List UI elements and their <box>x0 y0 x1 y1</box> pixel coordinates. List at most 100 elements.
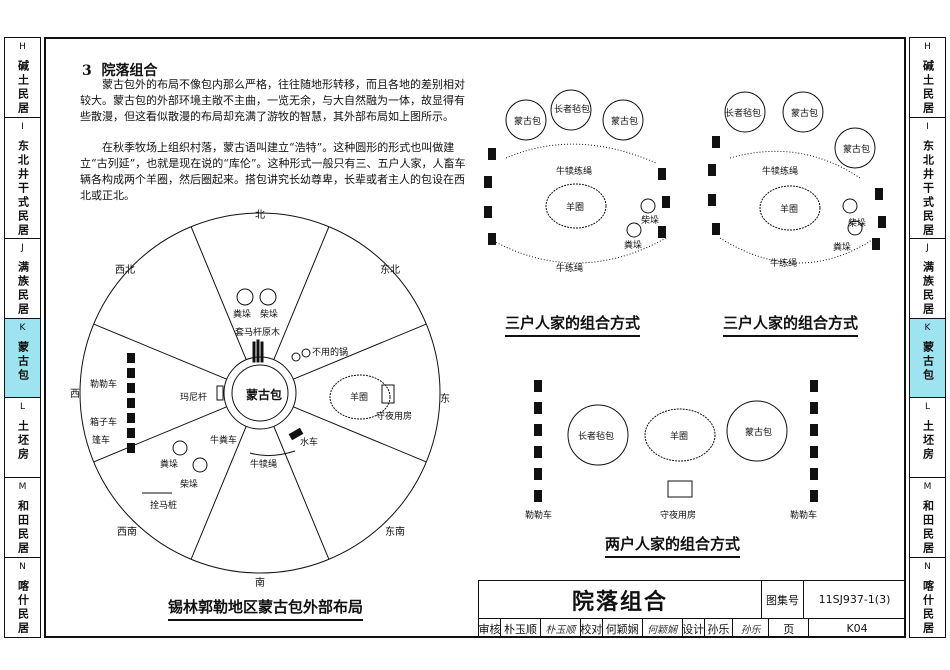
sidebar-item-h[interactable]: H 碱土民居 <box>910 38 945 118</box>
dir-northwest: 西北 <box>115 264 135 276</box>
label-cattle-rope: 牛练绳 <box>770 257 797 269</box>
label-cow-cart: 牛粪车 <box>210 434 237 446</box>
sidebar-item-code: M <box>18 482 27 493</box>
three-family-diagram-b: 长者毡包 蒙古包 蒙古包 牛犊练绳 羊圈 柴垛 粪垛 牛练绳 <box>708 91 886 269</box>
dir-west: 西 <box>70 389 80 400</box>
sidebar-item-h[interactable]: H 碱土民居 <box>5 38 40 118</box>
sidebar-item-code: J <box>926 242 929 253</box>
label-mani-pole: 玛尼杆 <box>180 391 207 403</box>
sidebar-item-code: K <box>19 322 26 333</box>
label-night-house: 守夜用房 <box>660 509 696 521</box>
two-family-diagram: 长者毡包 羊圈 蒙古包 勒勒车 守夜用房 勒勒车 <box>525 380 818 521</box>
sidebar-item-n[interactable]: N 喀什民居 <box>910 558 945 637</box>
label-pole: 套马杆原木 <box>235 326 280 338</box>
label-firewood-north: 柴垛 <box>260 308 278 320</box>
sidebar-item-code: L <box>19 402 25 413</box>
checker-signature: 何颖娴 <box>643 619 683 638</box>
label-left-cart: 勒勒车 <box>525 509 552 521</box>
label-horse-post: 拴马桩 <box>150 499 177 511</box>
sidebar-item-label: 碱土民居 <box>921 60 935 116</box>
label-tent-1: 蒙古包 <box>514 115 541 127</box>
sidebar-item-code: I <box>926 121 929 132</box>
atlas-label: 图集号 <box>762 581 804 618</box>
label-calf-rope: 牛犊练绳 <box>556 165 592 177</box>
sidebar-item-label: 喀什民居 <box>16 580 30 637</box>
label-tent-2: 蒙古包 <box>843 143 870 155</box>
dir-southeast: 东南 <box>385 525 405 538</box>
designer-name: 孙乐 <box>705 619 734 638</box>
label-dung-sw: 粪垛 <box>160 458 178 470</box>
caption-two-family: 两户人家的组合方式 <box>605 533 741 558</box>
paragraph-1: 蒙古包外的布局不像包内那么严格，往往随地形转移，而且各地的差别相对较大。蒙古包的… <box>80 78 465 123</box>
dir-southwest: 西南 <box>117 525 137 538</box>
review-label: 审核 <box>479 619 501 638</box>
label-firewood: 柴垛 <box>641 214 659 226</box>
reviewer-name: 朴玉顺 <box>501 619 541 638</box>
sidebar-item-m[interactable]: M 和田民居 <box>910 478 945 559</box>
label-elder-tent: 长者毡包 <box>725 107 761 119</box>
label-sheep-pen: 羊圈 <box>566 201 584 213</box>
label-right-cart: 勒勒车 <box>790 509 817 521</box>
section-heading: 3 院落组合 <box>82 60 158 80</box>
label-night-house: 守夜用房 <box>376 410 412 422</box>
sidebar-item-label: 满族民居 <box>16 260 30 317</box>
label-dung: 粪垛 <box>624 239 642 251</box>
label-tent-cart: 篷车 <box>92 434 110 446</box>
sidebar-item-j[interactable]: J 满族民居 <box>5 239 40 319</box>
sidebar-item-code: L <box>924 402 930 413</box>
compass-layout-diagram: 北 南 东 西 东北 西北 东南 西南 蒙古包 粪垛 柴垛 套马杆原木 不用的锅… <box>70 209 450 589</box>
title-block: 院落组合 图集号 11SJ937-1(3) 审核 朴玉顺 朴玉顺 校对 何颖娴 … <box>478 580 906 638</box>
sidebar-item-label: 东北井干式民居 <box>921 139 935 238</box>
sidebar-item-label: 和田民居 <box>16 500 30 557</box>
drawing-title: 院落组合 <box>479 581 762 618</box>
dir-north: 北 <box>255 209 265 221</box>
sidebar-item-code: H <box>19 42 26 52</box>
sidebar-item-label: 土坯房 <box>16 420 30 463</box>
sidebar-item-label: 蒙古包 <box>921 340 935 383</box>
sidebar-item-k[interactable]: K 蒙古包 <box>5 318 40 399</box>
checker-name: 何颖娴 <box>603 619 643 638</box>
dir-south: 南 <box>255 576 265 589</box>
label-sheep-pen: 羊圈 <box>350 391 368 403</box>
caption-three-family-b: 三户人家的组合方式 <box>723 312 859 337</box>
sidebar-item-code: N <box>924 562 931 573</box>
label-elder-tent: 长者毡包 <box>554 103 590 115</box>
sidebar-item-label: 蒙古包 <box>16 340 30 383</box>
label-dung-north: 粪垛 <box>233 308 251 320</box>
center-yurt-label: 蒙古包 <box>246 387 282 402</box>
sidebar-item-label: 和田民居 <box>921 500 935 557</box>
design-label: 设计 <box>682 619 705 638</box>
page-label: 页 <box>769 619 810 638</box>
sidebar-item-j[interactable]: J 满族民居 <box>910 239 945 319</box>
atlas-number: 11SJ937-1(3) <box>804 581 906 618</box>
sidebar-item-label: 碱土民居 <box>16 60 30 116</box>
sidebar-item-label: 满族民居 <box>921 260 935 317</box>
label-calf-rope: 牛犊练绳 <box>762 165 798 177</box>
three-family-diagram-a: 蒙古包 长者毡包 蒙古包 牛犊练绳 羊圈 柴垛 粪垛 牛练绳 <box>484 89 670 274</box>
sidebar-item-i[interactable]: I 东北井干式民居 <box>910 118 945 239</box>
sidebar-item-code: J <box>21 242 24 253</box>
label-elder-tent: 长者毡包 <box>578 430 614 442</box>
caption-three-family-a: 三户人家的组合方式 <box>505 312 641 337</box>
label-pot: 不用的锅 <box>312 346 348 358</box>
designer-signature: 孙乐 <box>733 619 770 638</box>
label-sheep-pen: 羊圈 <box>780 203 798 215</box>
label-calf-rope: 牛犊绳 <box>250 458 277 470</box>
sidebar-item-m[interactable]: M 和田民居 <box>5 478 40 559</box>
label-box-cart: 箱子车 <box>90 416 117 428</box>
sidebar-item-code: M <box>923 482 932 493</box>
sidebar-item-label: 喀什民居 <box>921 580 935 637</box>
section-number: 3 <box>82 63 92 79</box>
sidebar-item-code: H <box>924 42 931 52</box>
sidebar-item-l[interactable]: L 土坯房 <box>5 398 40 479</box>
label-firewood-sw: 柴垛 <box>180 478 198 490</box>
sidebar-item-label: 东北井干式民居 <box>16 139 30 238</box>
label-tent-1: 蒙古包 <box>791 107 818 119</box>
caption-compass-layout: 锡林郭勒地区蒙古包外部布局 <box>168 596 364 621</box>
